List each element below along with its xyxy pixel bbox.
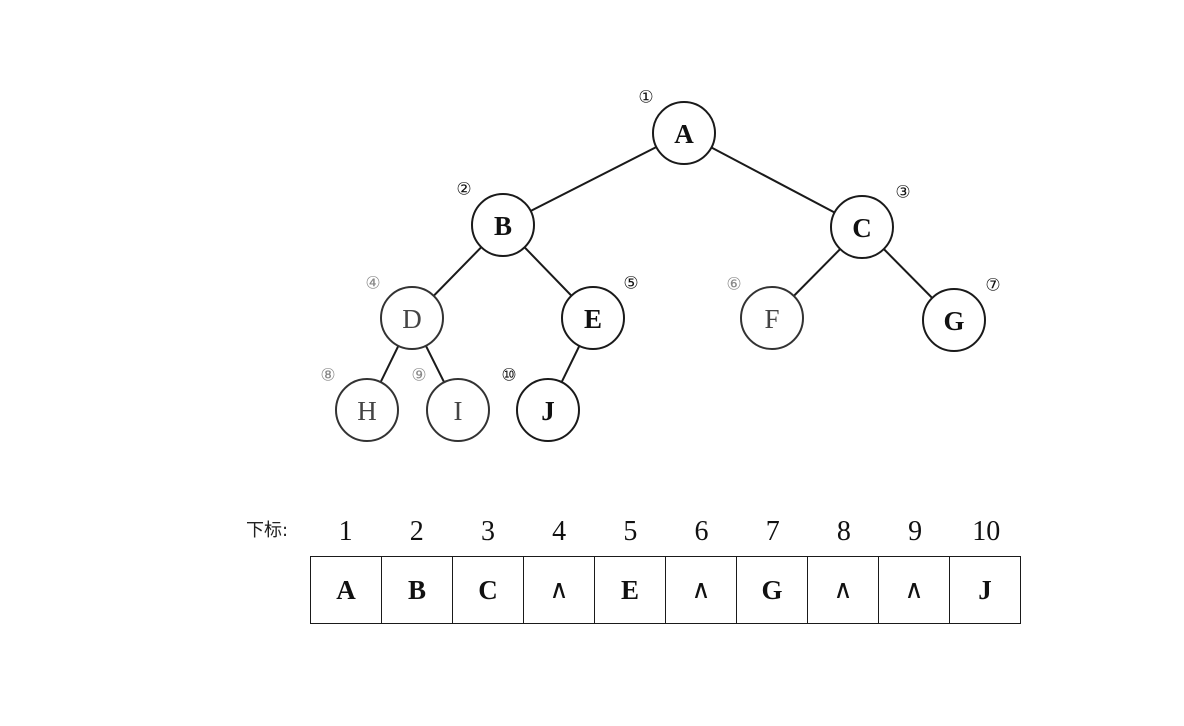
node-circle [830, 195, 894, 259]
node-circle [922, 288, 986, 352]
node-label: A [674, 119, 694, 149]
array-cell-null: ∧ [524, 557, 595, 623]
node-label: E [584, 304, 602, 334]
edge-a-c [683, 132, 863, 228]
array-cell: B [382, 557, 453, 623]
node-label: G [943, 306, 964, 336]
node-order-number: ⑤ [623, 274, 638, 293]
index-cell: 5 [623, 516, 638, 547]
index-cell: 10 [972, 516, 1001, 547]
node-order-number: ① [638, 88, 653, 107]
node-order-number: ③ [895, 183, 910, 202]
node-label: B [494, 211, 512, 241]
index-cell: 9 [908, 516, 923, 547]
node-circle [471, 193, 535, 257]
tree-node-c: C③ [830, 183, 911, 259]
array-cell: C [453, 557, 524, 623]
node-circle [426, 378, 490, 442]
array-cell-null: ∧ [808, 557, 879, 623]
node-order-number: ② [456, 180, 471, 199]
index-cell: 3 [480, 516, 495, 547]
tree-node-g: G⑦ [922, 276, 1001, 352]
node-label: C [852, 213, 872, 243]
node-label: H [357, 396, 377, 426]
array-cell: J [978, 575, 992, 605]
tree-node-a: A① [638, 88, 716, 165]
node-label: D [402, 304, 422, 334]
node-order-number: ⑦ [985, 276, 1000, 295]
node-label: J [541, 396, 555, 426]
node-label: I [454, 396, 463, 426]
node-circle [380, 286, 444, 350]
node-circle [740, 286, 804, 350]
index-cell: 6 [694, 516, 709, 547]
node-order-number: ⑥ [726, 275, 741, 294]
node-label: F [764, 304, 779, 334]
index-cell: 2 [409, 516, 424, 547]
index-label: 下标: [246, 520, 289, 541]
array-cell: A [311, 557, 382, 623]
tree-node-e: E⑤ [561, 274, 639, 350]
array-cell-null: ∧ [666, 557, 737, 623]
array-cell: E [595, 557, 666, 623]
index-cell: 7 [765, 516, 780, 547]
node-order-number: ⑨ [411, 366, 426, 385]
node-circle [652, 101, 716, 165]
node-order-number: ④ [365, 274, 380, 293]
array-cell: G [737, 557, 808, 623]
node-circle [561, 286, 625, 350]
node-order-number: ⑧ [320, 366, 335, 385]
index-cell: 1 [338, 516, 353, 547]
tree-node-j: J⑩ [501, 366, 580, 442]
node-circle [335, 378, 399, 442]
node-order-number: ⑩ [501, 366, 516, 385]
tree-node-b: B② [456, 180, 535, 257]
tree-edges [366, 132, 955, 411]
tree-node-f: F⑥ [726, 275, 804, 350]
index-row: 1 2 3 4 5 6 7 8 9 10 [310, 516, 1022, 552]
index-cell: 8 [836, 516, 851, 547]
node-circle [516, 378, 580, 442]
tree-node-h: H⑧ [320, 366, 399, 442]
edge-a-b [502, 132, 685, 226]
tree-node-i: I⑨ [411, 366, 490, 442]
tree-node-d: D④ [365, 274, 444, 350]
array-cell-null: ∧ [879, 557, 950, 623]
index-cell: 4 [552, 516, 567, 547]
